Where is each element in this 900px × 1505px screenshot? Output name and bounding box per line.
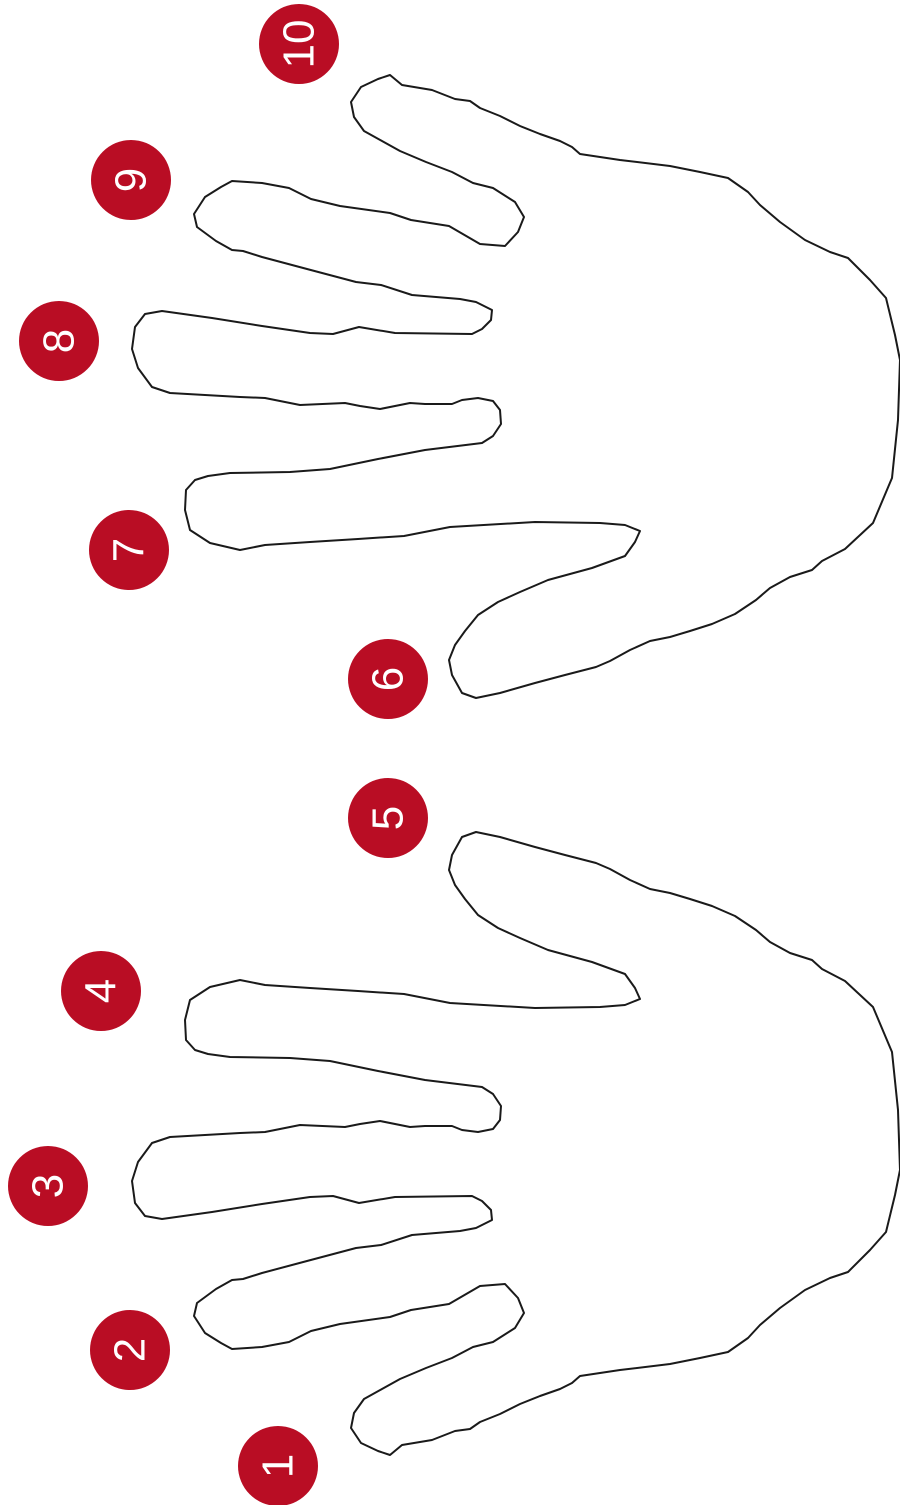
finger-marker-5: 5 [348, 778, 428, 858]
marker-number: 4 [77, 979, 126, 1003]
finger-marker-8: 8 [19, 301, 99, 381]
marker-number: 7 [105, 538, 154, 562]
marker-number: 2 [106, 1338, 155, 1362]
marker-number: 5 [364, 806, 413, 830]
finger-marker-10: 10 [259, 4, 339, 84]
marker-number: 9 [107, 168, 156, 192]
finger-marker-2: 2 [90, 1310, 170, 1390]
left-hand-outline [132, 832, 900, 1455]
marker-number: 6 [364, 667, 413, 691]
marker-number: 3 [24, 1174, 73, 1198]
finger-marker-9: 9 [91, 140, 171, 220]
finger-marker-7: 7 [89, 510, 169, 590]
finger-marker-6: 6 [348, 639, 428, 719]
marker-number: 8 [35, 329, 84, 353]
marker-number: 10 [275, 20, 324, 69]
right-hand-outline [132, 75, 900, 698]
finger-marker-1: 1 [238, 1426, 318, 1505]
finger-marker-4: 4 [61, 951, 141, 1031]
marker-number: 1 [254, 1454, 303, 1478]
finger-marker-3: 3 [8, 1146, 88, 1226]
